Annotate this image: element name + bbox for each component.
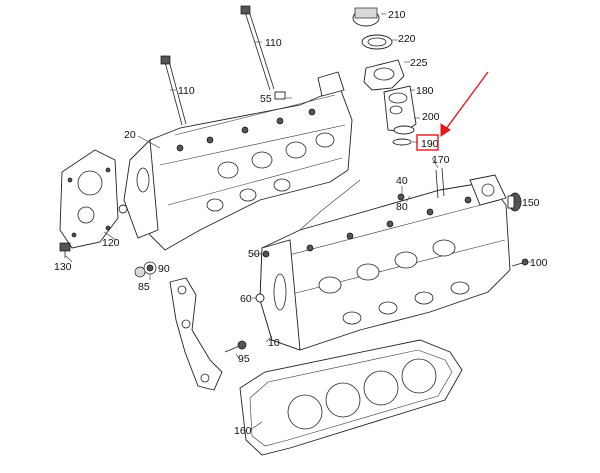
bolt-100 bbox=[511, 258, 529, 267]
bolt-40 bbox=[397, 193, 405, 201]
callout-100: 100 bbox=[530, 257, 548, 269]
plug-60 bbox=[255, 293, 265, 303]
front-cover bbox=[59, 149, 128, 249]
head-bolts-110 bbox=[160, 5, 275, 126]
callout-200: 200 bbox=[422, 111, 440, 123]
highlight-arrow-head bbox=[440, 123, 451, 137]
callout-220: 220 bbox=[398, 33, 416, 45]
bolt-55 bbox=[274, 91, 286, 100]
callout-190: 190 bbox=[421, 138, 439, 150]
left-cylinder-head bbox=[123, 71, 353, 251]
studs-170 bbox=[435, 167, 445, 199]
callout-20: 20 bbox=[124, 129, 136, 141]
callout-labels: 210 220 225 180 200 190 170 110 110 55 2… bbox=[54, 9, 548, 437]
bolt-130 bbox=[59, 242, 71, 258]
highlight-annotation bbox=[416, 71, 489, 151]
callout-90: 90 bbox=[158, 263, 170, 275]
housing-180 bbox=[383, 85, 417, 133]
callout-110-left: 110 bbox=[178, 85, 195, 97]
callout-60: 60 bbox=[240, 293, 252, 305]
callout-120: 120 bbox=[102, 237, 120, 249]
callout-40: 40 bbox=[396, 175, 408, 187]
head-gasket bbox=[239, 339, 463, 456]
callout-210: 210 bbox=[388, 9, 406, 21]
highlight-box bbox=[416, 134, 439, 151]
callout-225: 225 bbox=[410, 57, 428, 69]
callout-160: 160 bbox=[234, 425, 252, 437]
flange-225 bbox=[363, 59, 405, 91]
callout-95: 95 bbox=[238, 353, 250, 365]
cap-210 bbox=[352, 7, 380, 27]
callout-10: 10 bbox=[268, 337, 280, 349]
callout-80: 80 bbox=[396, 201, 408, 213]
callout-110-top: 110 bbox=[265, 37, 282, 49]
callout-55: 55 bbox=[260, 93, 272, 105]
callout-180: 180 bbox=[416, 85, 434, 97]
callout-50: 50 bbox=[248, 248, 260, 260]
bracket bbox=[169, 277, 223, 391]
bolt-95 bbox=[224, 340, 247, 353]
plug-50 bbox=[262, 250, 270, 258]
callout-130: 130 bbox=[54, 261, 72, 273]
right-cylinder-head bbox=[259, 174, 511, 351]
seal-220 bbox=[361, 34, 393, 50]
callout-85: 85 bbox=[138, 281, 150, 293]
seal-200 bbox=[393, 125, 415, 135]
highlight-arrow-shaft bbox=[442, 71, 489, 134]
callout-150: 150 bbox=[522, 197, 540, 209]
callout-170: 170 bbox=[432, 154, 450, 166]
oring-190 bbox=[392, 138, 412, 146]
plugs-85-90 bbox=[134, 261, 157, 278]
